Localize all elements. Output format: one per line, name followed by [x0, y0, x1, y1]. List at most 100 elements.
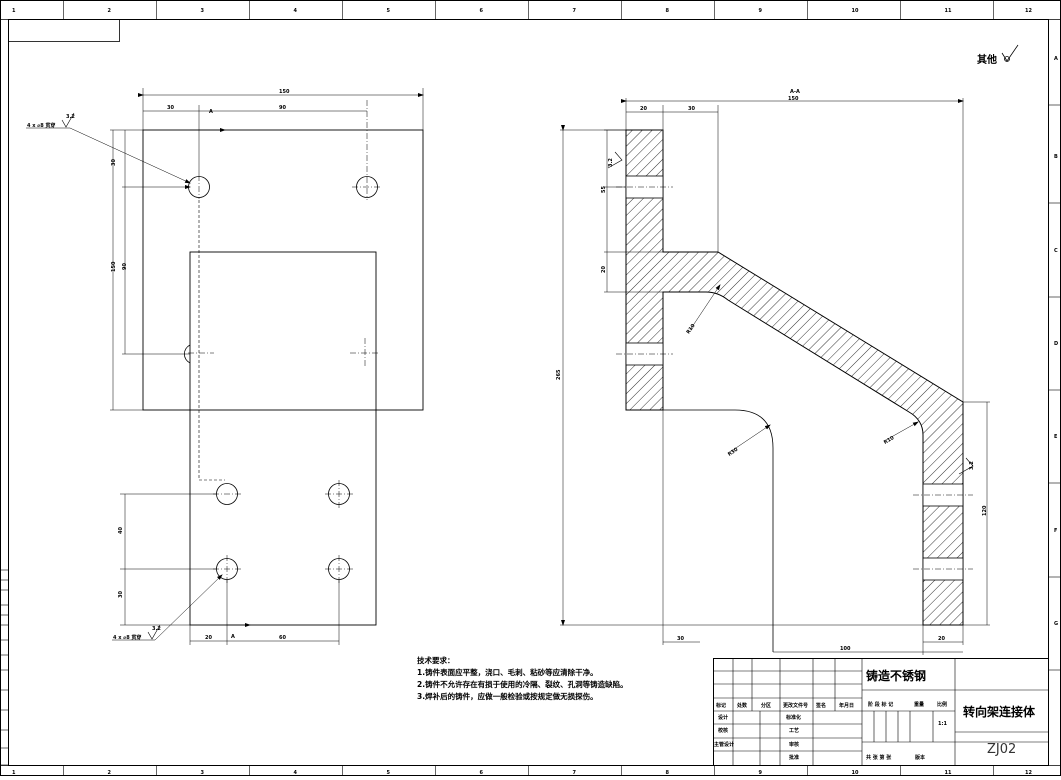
dim-60-bottom: 60 [279, 635, 286, 641]
zone-label: 6 [480, 8, 484, 14]
zone-row-label: D [1054, 341, 1058, 347]
section-title: A-A [790, 89, 800, 95]
role-check: 校核 [718, 727, 728, 734]
weight-label: 重量 [914, 701, 924, 708]
material-text: 铸造不锈钢 [866, 668, 926, 683]
hole-callout-bottom: 4 x ⌀8 贯穿 [113, 634, 141, 641]
radius-r10-top: R10 [685, 323, 696, 336]
roughness-value-top: 3.2 [66, 114, 75, 120]
zone-label: 5 [387, 8, 391, 14]
tech-line-3: 3.焊补后的铸件，应做一般检验或按规定做无损探伤。 [417, 691, 598, 701]
title-block: 铸造不锈钢 转向架连接体 ZJ02 1:1 阶 段 标 记 重量 比例 共 张 … [713, 658, 1049, 766]
zone-label: 6 [480, 770, 484, 776]
lower-plate-outline [189, 251, 377, 626]
dim-100-bottom: 100 [840, 646, 851, 652]
roughness-left: 3.2 [608, 158, 614, 167]
dim-30-top-section: 30 [688, 106, 695, 112]
tech-line-2: 2.铸件不允许存在有损于使用的冷隔、裂纹、孔洞等铸造缺陷。 [417, 679, 628, 689]
dim-150-left: 150 [111, 261, 117, 272]
zone-row-label: C [1054, 248, 1058, 254]
dim-90-left: 90 [122, 263, 128, 270]
dim-20-top: 20 [640, 106, 647, 112]
dim-90-top: 90 [279, 105, 286, 111]
section-body-hatched [625, 129, 964, 626]
tech-heading: 技术要求： [417, 655, 455, 665]
left-margin-table [0, 569, 9, 766]
dim-30-bottom: 30 [677, 636, 684, 642]
zone-label: 7 [573, 8, 577, 14]
dim-overall-width: 150 [279, 89, 290, 95]
zone-label: 3 [201, 770, 205, 776]
scale-label: 比例 [937, 701, 947, 708]
approve-label: 批准 [789, 754, 799, 761]
zone-label: 10 [852, 770, 859, 776]
scale-text: 1:1 [938, 721, 947, 727]
zone-label: 1 [12, 8, 16, 14]
roughness-value-bottom: 3.2 [152, 626, 161, 632]
zone-label: 7 [573, 770, 577, 776]
dim-height: 265 [556, 369, 562, 380]
title-header-row: 标记处数分区更改文件号签名年月日 [715, 702, 854, 709]
zone-label: 8 [666, 770, 670, 776]
header-cell: 签名 [815, 702, 826, 709]
roughness-symbol-icon [1001, 44, 1019, 62]
zone-label: 3 [201, 8, 205, 14]
zone-label: 11 [945, 8, 952, 14]
stage-labels: 阶 段 标 记 [868, 701, 893, 708]
zone-label: 9 [759, 770, 763, 776]
sheet-labels: 共 张 第 张 [866, 754, 892, 761]
tech-line-1: 1.铸件表面应平整，浇口、毛刺、粘砂等应清除干净。 [417, 667, 598, 677]
zone-label: 4 [294, 770, 298, 776]
zone-label: 5 [387, 770, 391, 776]
surface-finish-note: 其他 [977, 44, 1019, 66]
zone-row-label: B [1054, 154, 1058, 160]
hole-callout-top: 4 x ⌀8 贯穿 [27, 122, 55, 129]
version-label: 版本 [915, 754, 926, 761]
top-plate-outline [142, 129, 424, 411]
zone-label: 9 [759, 8, 763, 14]
audit-label: 审核 [789, 741, 799, 748]
header-cell: 标记 [715, 702, 726, 709]
role-design: 设计 [718, 714, 728, 721]
dim-40: 40 [118, 527, 124, 534]
radius-r10-bottom: R10 [883, 435, 896, 446]
section-view-a-a: A-A 150 20 30 55 20 265 3.2 3.2 R10 R30 … [556, 89, 990, 655]
dim-30-left: 30 [111, 159, 117, 166]
dim-20-side: 20 [601, 266, 607, 273]
hole-group [184, 176, 378, 580]
std-label: 标准化 [785, 714, 801, 721]
header-cell: 更改文件号 [783, 702, 808, 709]
section-mark-top: A [209, 109, 213, 115]
zone-label: 11 [945, 770, 952, 776]
dim-30-top: 30 [167, 105, 174, 111]
process-label: 工艺 [789, 727, 799, 734]
drawing-code-text: ZJ02 [987, 742, 1016, 757]
zone-row-label: E [1054, 434, 1058, 440]
zone-row-label: G [1054, 621, 1058, 627]
dim-top-overall: 150 [788, 96, 799, 102]
section-mark-bottom: A [231, 634, 235, 640]
zone-label: 8 [666, 8, 670, 14]
radius-r30: R30 [727, 446, 740, 457]
zone-label: 2 [108, 8, 112, 14]
dim-20-bottom-section: 20 [938, 636, 945, 642]
zone-row-label: F [1054, 528, 1057, 534]
zone-label: 12 [1025, 8, 1032, 14]
dim-30-bottom-left: 30 [118, 591, 124, 598]
role-supervisor: 主管设计 [714, 741, 734, 748]
zone-label: 10 [852, 8, 859, 14]
zone-label: 2 [108, 770, 112, 776]
technical-requirements: 技术要求： 1.铸件表面应平整，浇口、毛刺、粘砂等应清除干净。 2.铸件不允许存… [417, 655, 628, 701]
left-plan-view: 150 30 90 A 30 150 90 40 30 20 60 A 4 x … [26, 88, 424, 645]
zone-label: 1 [12, 770, 16, 776]
dim-55: 55 [601, 186, 607, 193]
header-cell: 处数 [736, 702, 748, 709]
dim-120: 120 [982, 505, 988, 516]
surface-note-text: 其他 [977, 53, 997, 66]
dim-20-bottom: 20 [205, 635, 212, 641]
